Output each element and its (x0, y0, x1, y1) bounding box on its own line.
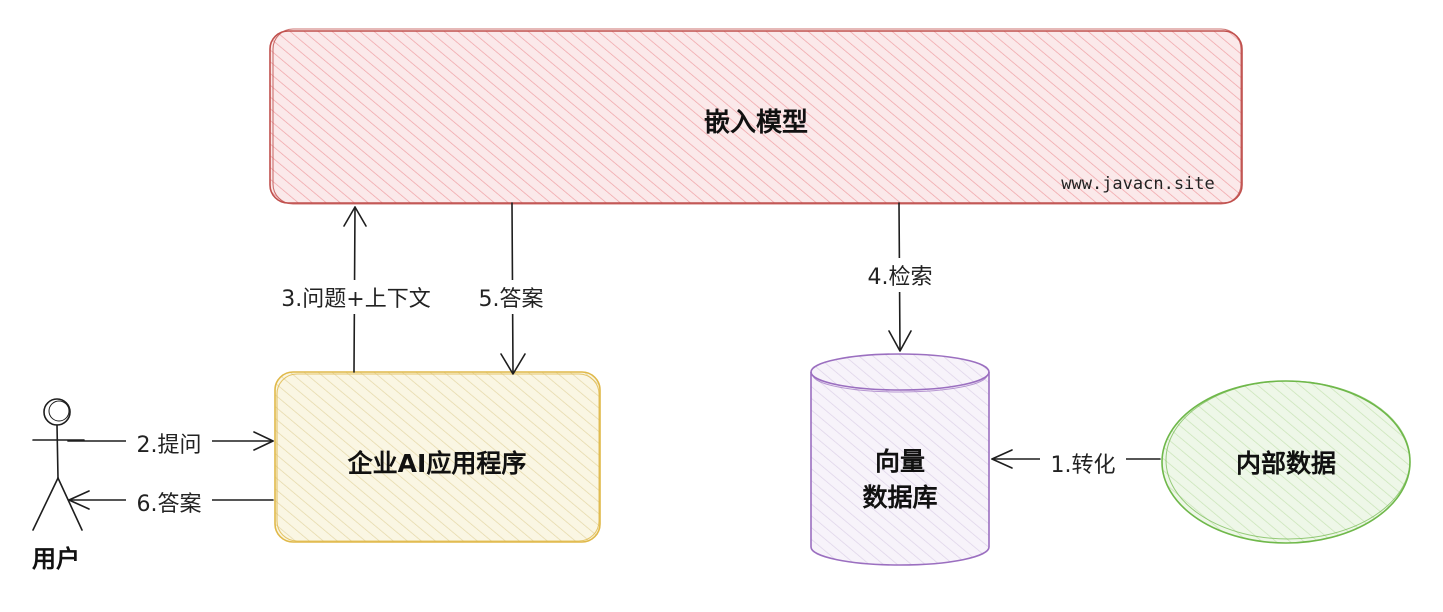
embedding-model-node: 嵌入模型 www.javacn.site (269, 28, 1243, 205)
edge-label-ask: 2.提问 (137, 433, 202, 458)
enterprise-app-node: 企业AI应用程序 (274, 371, 601, 543)
edge-retrieve: 4.检索 (860, 202, 940, 352)
edge-ask: 2.提问 (67, 426, 274, 460)
user-actor: 用户 (32, 398, 85, 573)
vector-db-node: 向量 数据库 (810, 353, 990, 566)
vector-db-label-line2: 数据库 (862, 483, 937, 512)
edge-label-question-context: 3.问题+上下文 (281, 287, 430, 312)
internal-data-node: 内部数据 (1161, 380, 1411, 544)
enterprise-app-label: 企业AI应用程序 (348, 449, 527, 478)
edge-label-retrieve: 4.检索 (868, 265, 933, 290)
edge-question-context: 3.问题+上下文 (266, 206, 446, 373)
internal-data-label: 内部数据 (1236, 449, 1336, 478)
user-label: 用户 (32, 545, 80, 573)
edge-label-answer-model: 5.答案 (479, 287, 544, 312)
edge-convert: 1.转化 (991, 446, 1161, 480)
edge-label-convert: 1.转化 (1051, 453, 1116, 478)
embedding-model-label: 嵌入模型 (704, 107, 808, 138)
stick-figure-icon (32, 398, 85, 531)
edge-answer-user: 6.答案 (68, 485, 274, 519)
edge-answer-model: 5.答案 (470, 202, 552, 375)
edge-label-answer-user: 6.答案 (137, 492, 202, 517)
vector-db-label-line1: 向量 (875, 447, 925, 476)
watermark-text: www.javacn.site (1061, 174, 1215, 194)
